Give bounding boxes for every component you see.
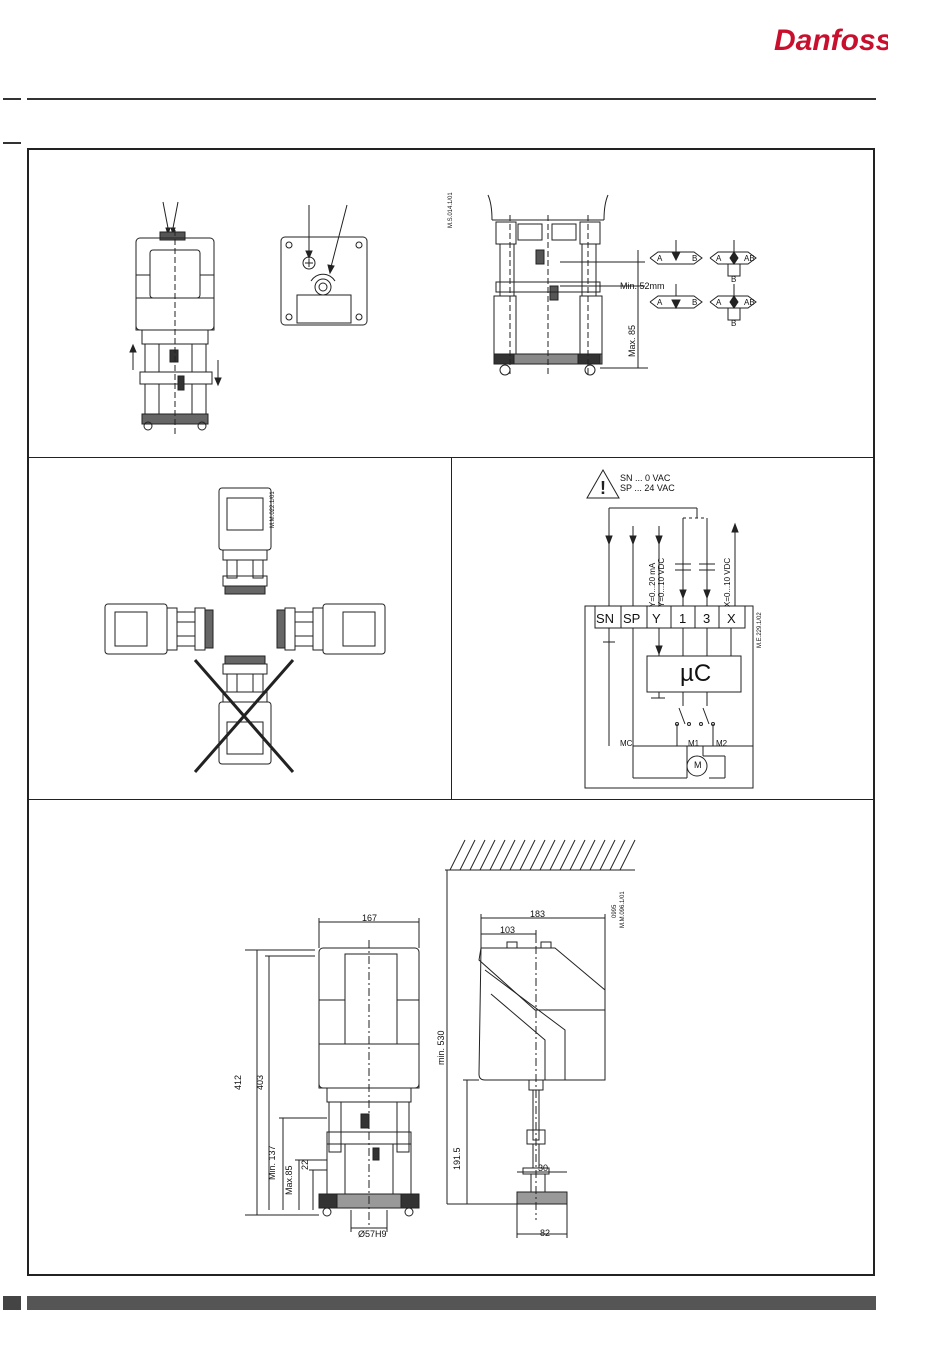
- actuator-front-view: [100, 190, 440, 440]
- terminal-sn: SN: [596, 611, 614, 626]
- signal-label-ma: Y=0...20 mA: [648, 563, 657, 607]
- header-rule: [27, 98, 876, 100]
- terminal-y: Y: [652, 611, 661, 626]
- dimension-drawing-code: M.M.096.1/01: [620, 891, 626, 928]
- valve2-port-a: A: [716, 254, 721, 263]
- dim-height-191-5: 191.5: [452, 1147, 462, 1170]
- valve-symbols: [648, 238, 768, 328]
- valve4-port-b: B: [731, 319, 736, 328]
- dim-height-403: 403: [255, 1075, 265, 1090]
- dim-max-85: Max.85: [284, 1165, 294, 1195]
- logo-text: Danfoss: [774, 24, 888, 57]
- actuator-top-view: [275, 195, 385, 335]
- dim-height-412: 412: [233, 1075, 243, 1090]
- section-tab-mark: [3, 142, 21, 144]
- side-view: [479, 930, 605, 1220]
- not-allowed-cross: [195, 660, 293, 772]
- actuator-horizontal-left: [105, 604, 213, 654]
- valve4-port-ab: AB: [744, 298, 755, 307]
- feedback-label: X=0...10 VDC: [723, 558, 732, 607]
- dim-min-137: Min. 137: [267, 1145, 277, 1180]
- dim-spindle-30: 30: [538, 1163, 548, 1173]
- actuator-horizontal-right: [277, 604, 385, 654]
- maintenance-drawing-code: M.S.014.1/01: [448, 192, 454, 228]
- warning-note-sn: SN ... 0 VAC: [620, 473, 670, 483]
- actuator-upright: [219, 488, 271, 594]
- wiring-diagram: !: [575, 466, 765, 796]
- warning-note-sp: SP ... 24 VAC: [620, 483, 675, 493]
- dim-width-167: 167: [362, 913, 377, 923]
- dim-base-82: 82: [540, 1228, 550, 1238]
- terminal-sp: SP: [623, 611, 640, 626]
- actuator-inverted: [219, 656, 271, 764]
- ceiling-hatch: [445, 840, 635, 870]
- svg-text:!: !: [600, 478, 606, 498]
- valve3-port-a: A: [657, 298, 662, 307]
- motor-label: M: [694, 760, 702, 770]
- footer-tab: [3, 1296, 21, 1310]
- frame-divider-vertical: [451, 457, 452, 799]
- dimension-drawing-code-2: 0995: [612, 905, 618, 918]
- m2-label: M2: [716, 739, 727, 748]
- valve3-port-b: B: [692, 298, 697, 307]
- m1-label: M1: [688, 739, 699, 748]
- valve1-port-a: A: [657, 254, 662, 263]
- signal-label-vdc: Y=0...10 VDC: [657, 558, 666, 607]
- valve2-port-ab: AB: [744, 254, 755, 263]
- dim-min-530: min. 530: [436, 1030, 446, 1065]
- dim-depth-103: 103: [500, 925, 515, 935]
- dim-22: 22: [300, 1160, 310, 1170]
- terminal-x: X: [727, 611, 736, 626]
- controller-label: µC: [680, 660, 711, 688]
- orientation-diagram: [95, 480, 395, 780]
- max-height-label: Max. 85: [627, 325, 637, 357]
- danfoss-logo: Danfoss: [770, 18, 888, 62]
- valve2-port-b: B: [731, 275, 736, 284]
- header-tab-mark: [3, 98, 21, 100]
- mc-label: MC: [620, 739, 632, 748]
- orientation-drawing-code: M.M.022.1/01: [270, 491, 276, 528]
- front-view: [319, 940, 419, 1225]
- wiring-drawing-code: M.E.229.1/02: [757, 612, 763, 648]
- valve4-port-a: A: [716, 298, 721, 307]
- frame-divider-2: [27, 799, 875, 800]
- footer-bar: [27, 1296, 876, 1310]
- terminal-3: 3: [703, 611, 710, 626]
- dim-depth-183: 183: [530, 909, 545, 919]
- dim-bore: Ø57H9: [358, 1229, 387, 1239]
- valve1-port-b: B: [692, 254, 697, 263]
- terminal-1: 1: [679, 611, 686, 626]
